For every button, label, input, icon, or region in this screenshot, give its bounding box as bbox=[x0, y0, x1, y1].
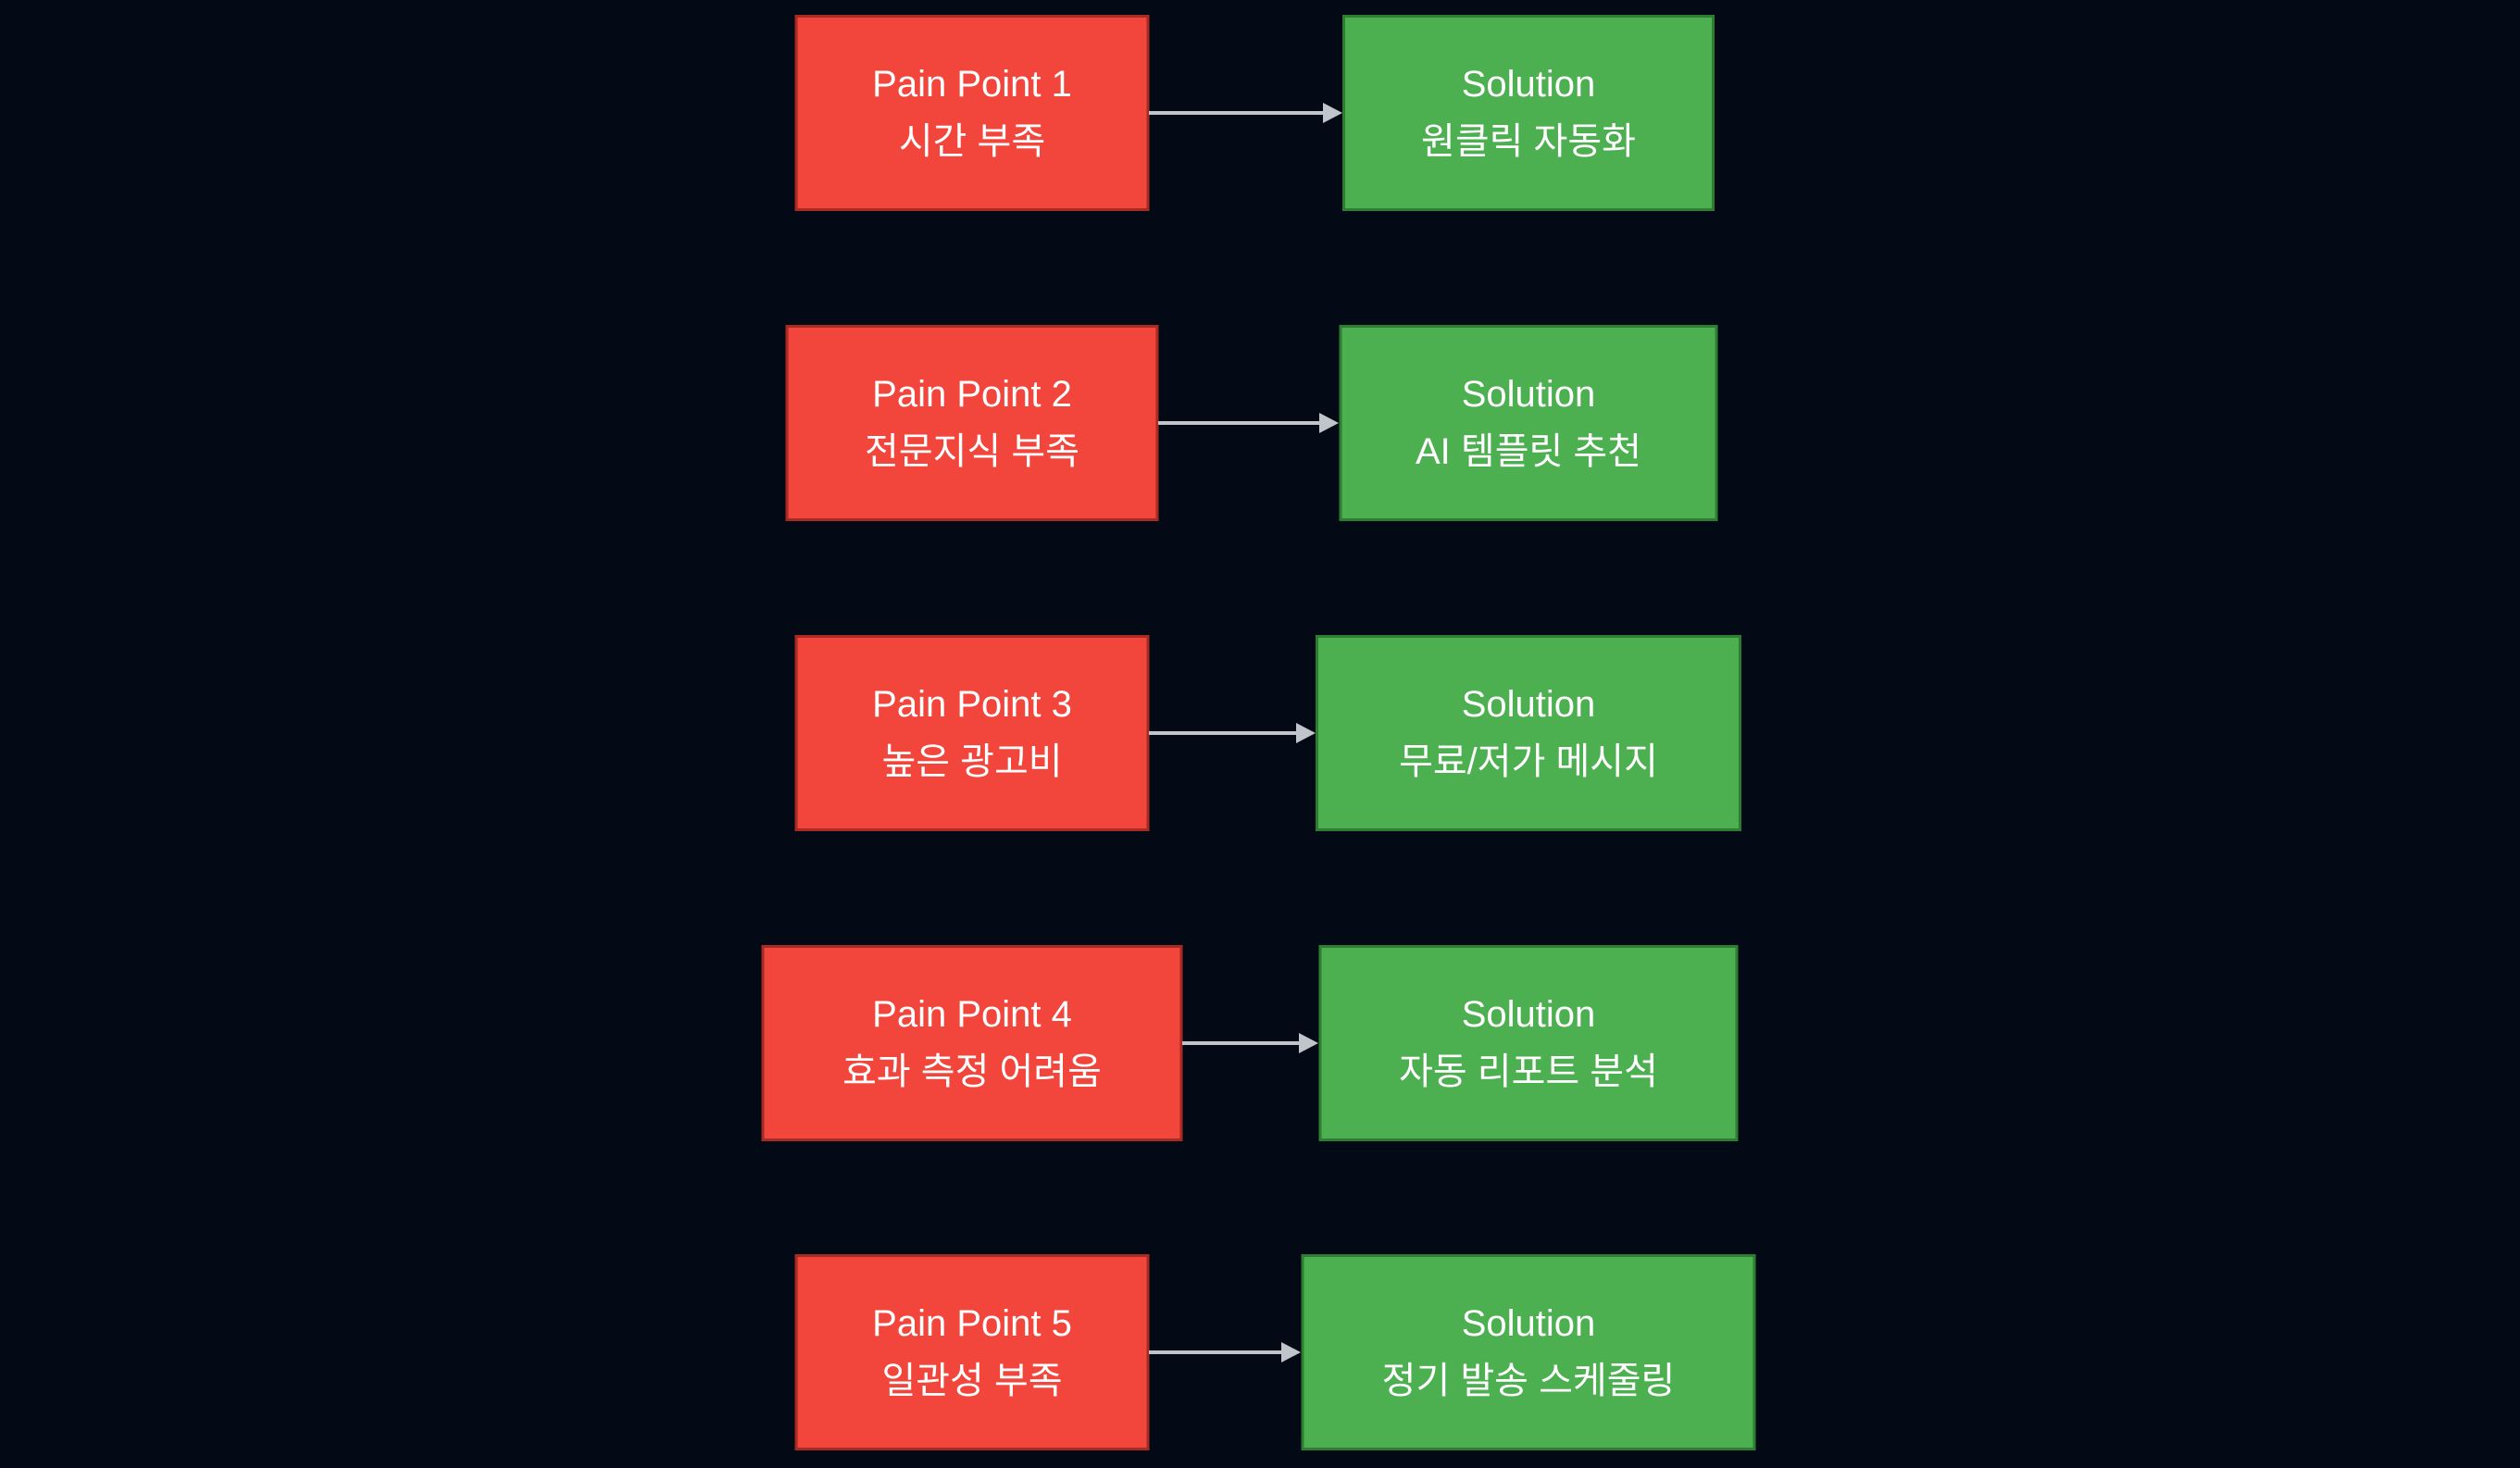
pain-point-node: Pain Point 2 전문지식 부족 bbox=[785, 325, 1159, 521]
pain-solution-row: Pain Point 4 효과 측정 어려움 Solution 자동 리포트 분… bbox=[0, 945, 2520, 1141]
pain-point-text: 높은 광고비 bbox=[881, 741, 1063, 782]
flow-arrow bbox=[1158, 413, 1339, 433]
pain-solution-row: Pain Point 5 일관성 부족 Solution 정기 발송 스케줄링 bbox=[0, 1254, 2520, 1450]
pain-point-title: Pain Point 4 bbox=[872, 994, 1072, 1035]
solution-node: Solution AI 템플릿 추천 bbox=[1339, 325, 1718, 521]
flow-arrow bbox=[1149, 1342, 1301, 1362]
solution-node: Solution 자동 리포트 분석 bbox=[1318, 945, 1739, 1141]
pain-point-title: Pain Point 2 bbox=[872, 374, 1072, 415]
solution-title: Solution bbox=[1461, 1303, 1596, 1344]
pain-point-node: Pain Point 5 일관성 부족 bbox=[794, 1254, 1150, 1450]
pain-point-title: Pain Point 5 bbox=[872, 1303, 1072, 1344]
pain-point-node: Pain Point 3 높은 광고비 bbox=[794, 635, 1150, 831]
pain-solution-row: Pain Point 2 전문지식 부족 Solution AI 템플릿 추천 bbox=[0, 325, 2520, 521]
solution-node: Solution 무료/저가 메시지 bbox=[1316, 635, 1741, 831]
solution-text: 정기 발송 스케줄링 bbox=[1381, 1361, 1676, 1401]
pain-point-text: 일관성 부족 bbox=[881, 1361, 1063, 1401]
solution-text: 자동 리포트 분석 bbox=[1399, 1051, 1658, 1092]
pain-solution-row: Pain Point 1 시간 부족 Solution 원클릭 자동화 bbox=[0, 15, 2520, 211]
solution-title: Solution bbox=[1461, 64, 1596, 105]
flow-arrow bbox=[1149, 723, 1316, 743]
solution-title: Solution bbox=[1461, 684, 1596, 725]
solution-text: 무료/저가 메시지 bbox=[1399, 741, 1658, 782]
pain-point-text: 전문지식 부족 bbox=[865, 431, 1079, 472]
flow-arrow bbox=[1182, 1033, 1318, 1053]
solution-node: Solution 원클릭 자동화 bbox=[1342, 15, 1715, 211]
solution-node: Solution 정기 발송 스케줄링 bbox=[1301, 1254, 1756, 1450]
pain-point-node: Pain Point 4 효과 측정 어려움 bbox=[761, 945, 1183, 1141]
pain-point-title: Pain Point 3 bbox=[872, 684, 1072, 725]
pain-solution-row: Pain Point 3 높은 광고비 Solution 무료/저가 메시지 bbox=[0, 635, 2520, 831]
solution-title: Solution bbox=[1461, 994, 1596, 1035]
solution-title: Solution bbox=[1461, 374, 1596, 415]
solution-text: 원클릭 자동화 bbox=[1421, 121, 1636, 162]
flow-arrow bbox=[1149, 103, 1342, 123]
solution-text: AI 템플릿 추천 bbox=[1415, 431, 1642, 472]
pain-point-text: 시간 부족 bbox=[898, 121, 1046, 162]
pain-point-title: Pain Point 1 bbox=[872, 64, 1072, 105]
pain-point-node: Pain Point 1 시간 부족 bbox=[794, 15, 1150, 211]
pain-point-text: 효과 측정 어려움 bbox=[842, 1051, 1102, 1092]
